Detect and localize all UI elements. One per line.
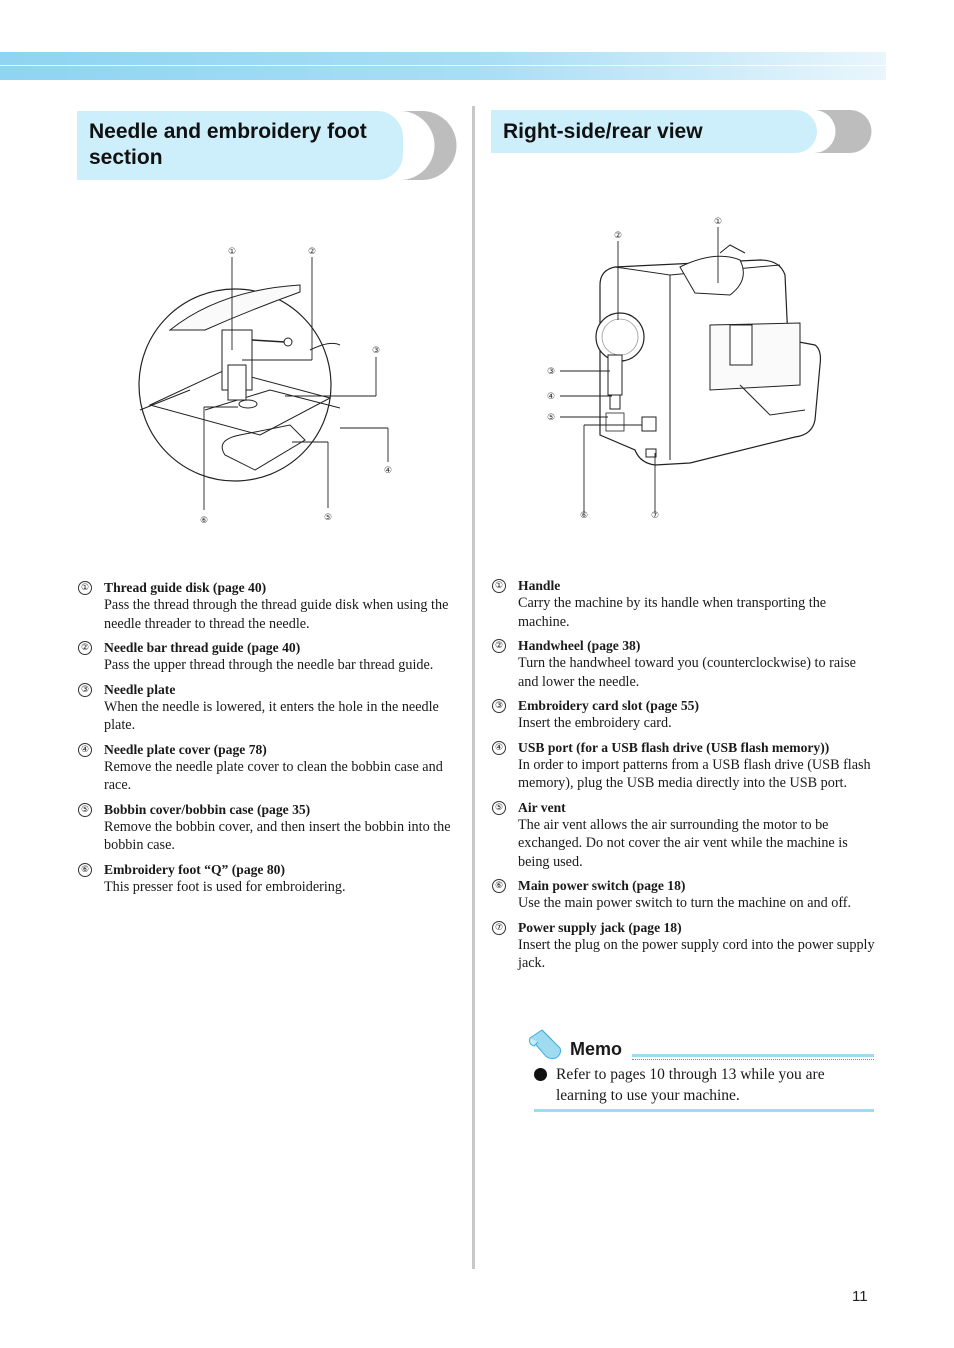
item-description: Insert the embroidery card.: [518, 715, 672, 731]
item-description: Remove the needle plate cover to clean t…: [104, 758, 443, 794]
list-item: ④ Needle plate cover (page 78)Remove the …: [78, 741, 463, 795]
callout-7: ⑦: [651, 511, 659, 521]
item-title: Power supply jack (page 18): [518, 919, 682, 935]
item-number: ①: [78, 581, 92, 595]
bullet-icon: [534, 1068, 547, 1081]
list-item: ⑦ Power supply jack (page 18)Insert the p…: [492, 919, 877, 973]
item-number: ③: [492, 699, 506, 713]
item-title: Embroidery foot “Q” (page 80): [104, 861, 285, 877]
list-item: ⑤ Bobbin cover/bobbin case (page 35)Remov…: [78, 801, 463, 855]
item-description: In order to import patterns from a USB f…: [518, 756, 871, 792]
callout-3: ③: [372, 346, 380, 356]
callout-6: ⑥: [580, 511, 588, 521]
item-title: USB port (for a USB flash drive (USB fla…: [518, 739, 830, 755]
callout-2: ②: [308, 247, 316, 257]
item-description: Carry the machine by its handle when tra…: [518, 595, 827, 630]
list-item: ① Thread guide disk (page 40) Pass the thr…: [78, 579, 463, 633]
item-title: Air vent: [518, 799, 566, 815]
item-description: Remove the bobbin cover, and then insert…: [104, 818, 451, 854]
column-divider: [472, 106, 475, 1269]
page-number: 11: [852, 1288, 868, 1305]
memo-text: Refer to pages 10 through 13 while you a…: [556, 1066, 825, 1104]
callout-4: ④: [384, 466, 392, 476]
item-number: ⑤: [492, 800, 506, 815]
callout-5: ⑤: [324, 513, 332, 523]
callout-3: ③: [547, 367, 555, 377]
list-item: ⑥ Main power switch (page 18) Use the main…: [492, 877, 877, 913]
list-item: ② Handwheel (page 38) Turn the handwheel t…: [492, 637, 877, 691]
item-title: Handwheel (page 38): [518, 638, 641, 653]
item-description: This presser foot is used for embroideri…: [104, 878, 346, 895]
header-band: [0, 52, 886, 80]
callout-1: ①: [228, 247, 236, 257]
item-number: ⑦: [492, 920, 506, 935]
item-description: The air vent allows the air surrounding …: [518, 816, 848, 870]
item-description: Insert the plug on the power supply cord…: [518, 936, 875, 972]
item-title: Needle plate cover (page 78): [104, 741, 267, 757]
item-description: Pass the thread through the thread guide…: [104, 597, 449, 632]
callout-6: ⑥: [200, 516, 208, 526]
heading-chevron-icon: [400, 111, 457, 180]
item-description: Pass the upper thread through the needle…: [104, 657, 434, 673]
item-number: ⑥: [78, 862, 92, 877]
memo-pencil-icon: [529, 1029, 561, 1059]
needle-area-illustration: ① ② ③ ④ ⑤ ⑥: [138, 247, 392, 526]
list-item: ④ USB port (for a USB flash drive (USB fl…: [492, 739, 877, 793]
section-heading-rear: Right-side/rear view: [491, 110, 817, 153]
needle-parts-list: ① Thread guide disk (page 40) Pass the thr…: [78, 579, 463, 902]
section-title-needle: Needle and embroidery foot section: [89, 120, 367, 169]
item-description: Use the main power switch to turn the ma…: [518, 895, 852, 911]
item-number: ④: [78, 742, 92, 757]
callout-1: ①: [714, 217, 722, 227]
memo-rule: [534, 1109, 874, 1112]
item-number: ④: [492, 740, 506, 755]
list-item: ⑥ Embroidery foot “Q” (page 80)This press…: [78, 861, 463, 897]
callout-4: ④: [547, 392, 555, 402]
item-title: Bobbin cover/bobbin case (page 35): [104, 801, 311, 817]
memo-title: Memo: [570, 1039, 623, 1059]
section-heading-needle: Needle and embroidery foot section: [77, 111, 403, 180]
item-number: ⑥: [492, 879, 506, 893]
callout-5: ⑤: [547, 413, 555, 423]
item-description: Turn the handwheel toward you (countercl…: [518, 655, 856, 690]
item-title: Embroidery card slot (page 55): [518, 698, 699, 713]
item-title: Needle plate: [104, 681, 176, 697]
item-description: When the needle is lowered, it enters th…: [104, 698, 439, 734]
callout-2: ②: [614, 231, 622, 241]
section-title-rear: Right-side/rear view: [503, 120, 703, 143]
item-number: ①: [492, 579, 506, 593]
item-number: ③: [78, 682, 92, 697]
list-item: ② Needle bar thread guide (page 40) Pass t…: [78, 639, 463, 675]
memo-body: Refer to pages 10 through 13 while you a…: [534, 1064, 874, 1106]
memo-rule: [632, 1054, 874, 1060]
item-title: Handle: [518, 578, 561, 593]
machine-rear-illustration: ① ② ③ ④ ⑤ ⑥ ⑦: [547, 217, 822, 521]
item-number: ⑤: [78, 802, 92, 817]
item-title: Needle bar thread guide (page 40): [104, 640, 301, 655]
item-number: ②: [492, 639, 506, 653]
item-title: Thread guide disk (page 40): [104, 580, 267, 595]
heading-chevron-icon: [814, 110, 872, 153]
item-title: Main power switch (page 18): [518, 878, 686, 893]
list-item: ③ Embroidery card slot (page 55) Insert th…: [492, 697, 877, 733]
item-number: ②: [78, 641, 92, 655]
